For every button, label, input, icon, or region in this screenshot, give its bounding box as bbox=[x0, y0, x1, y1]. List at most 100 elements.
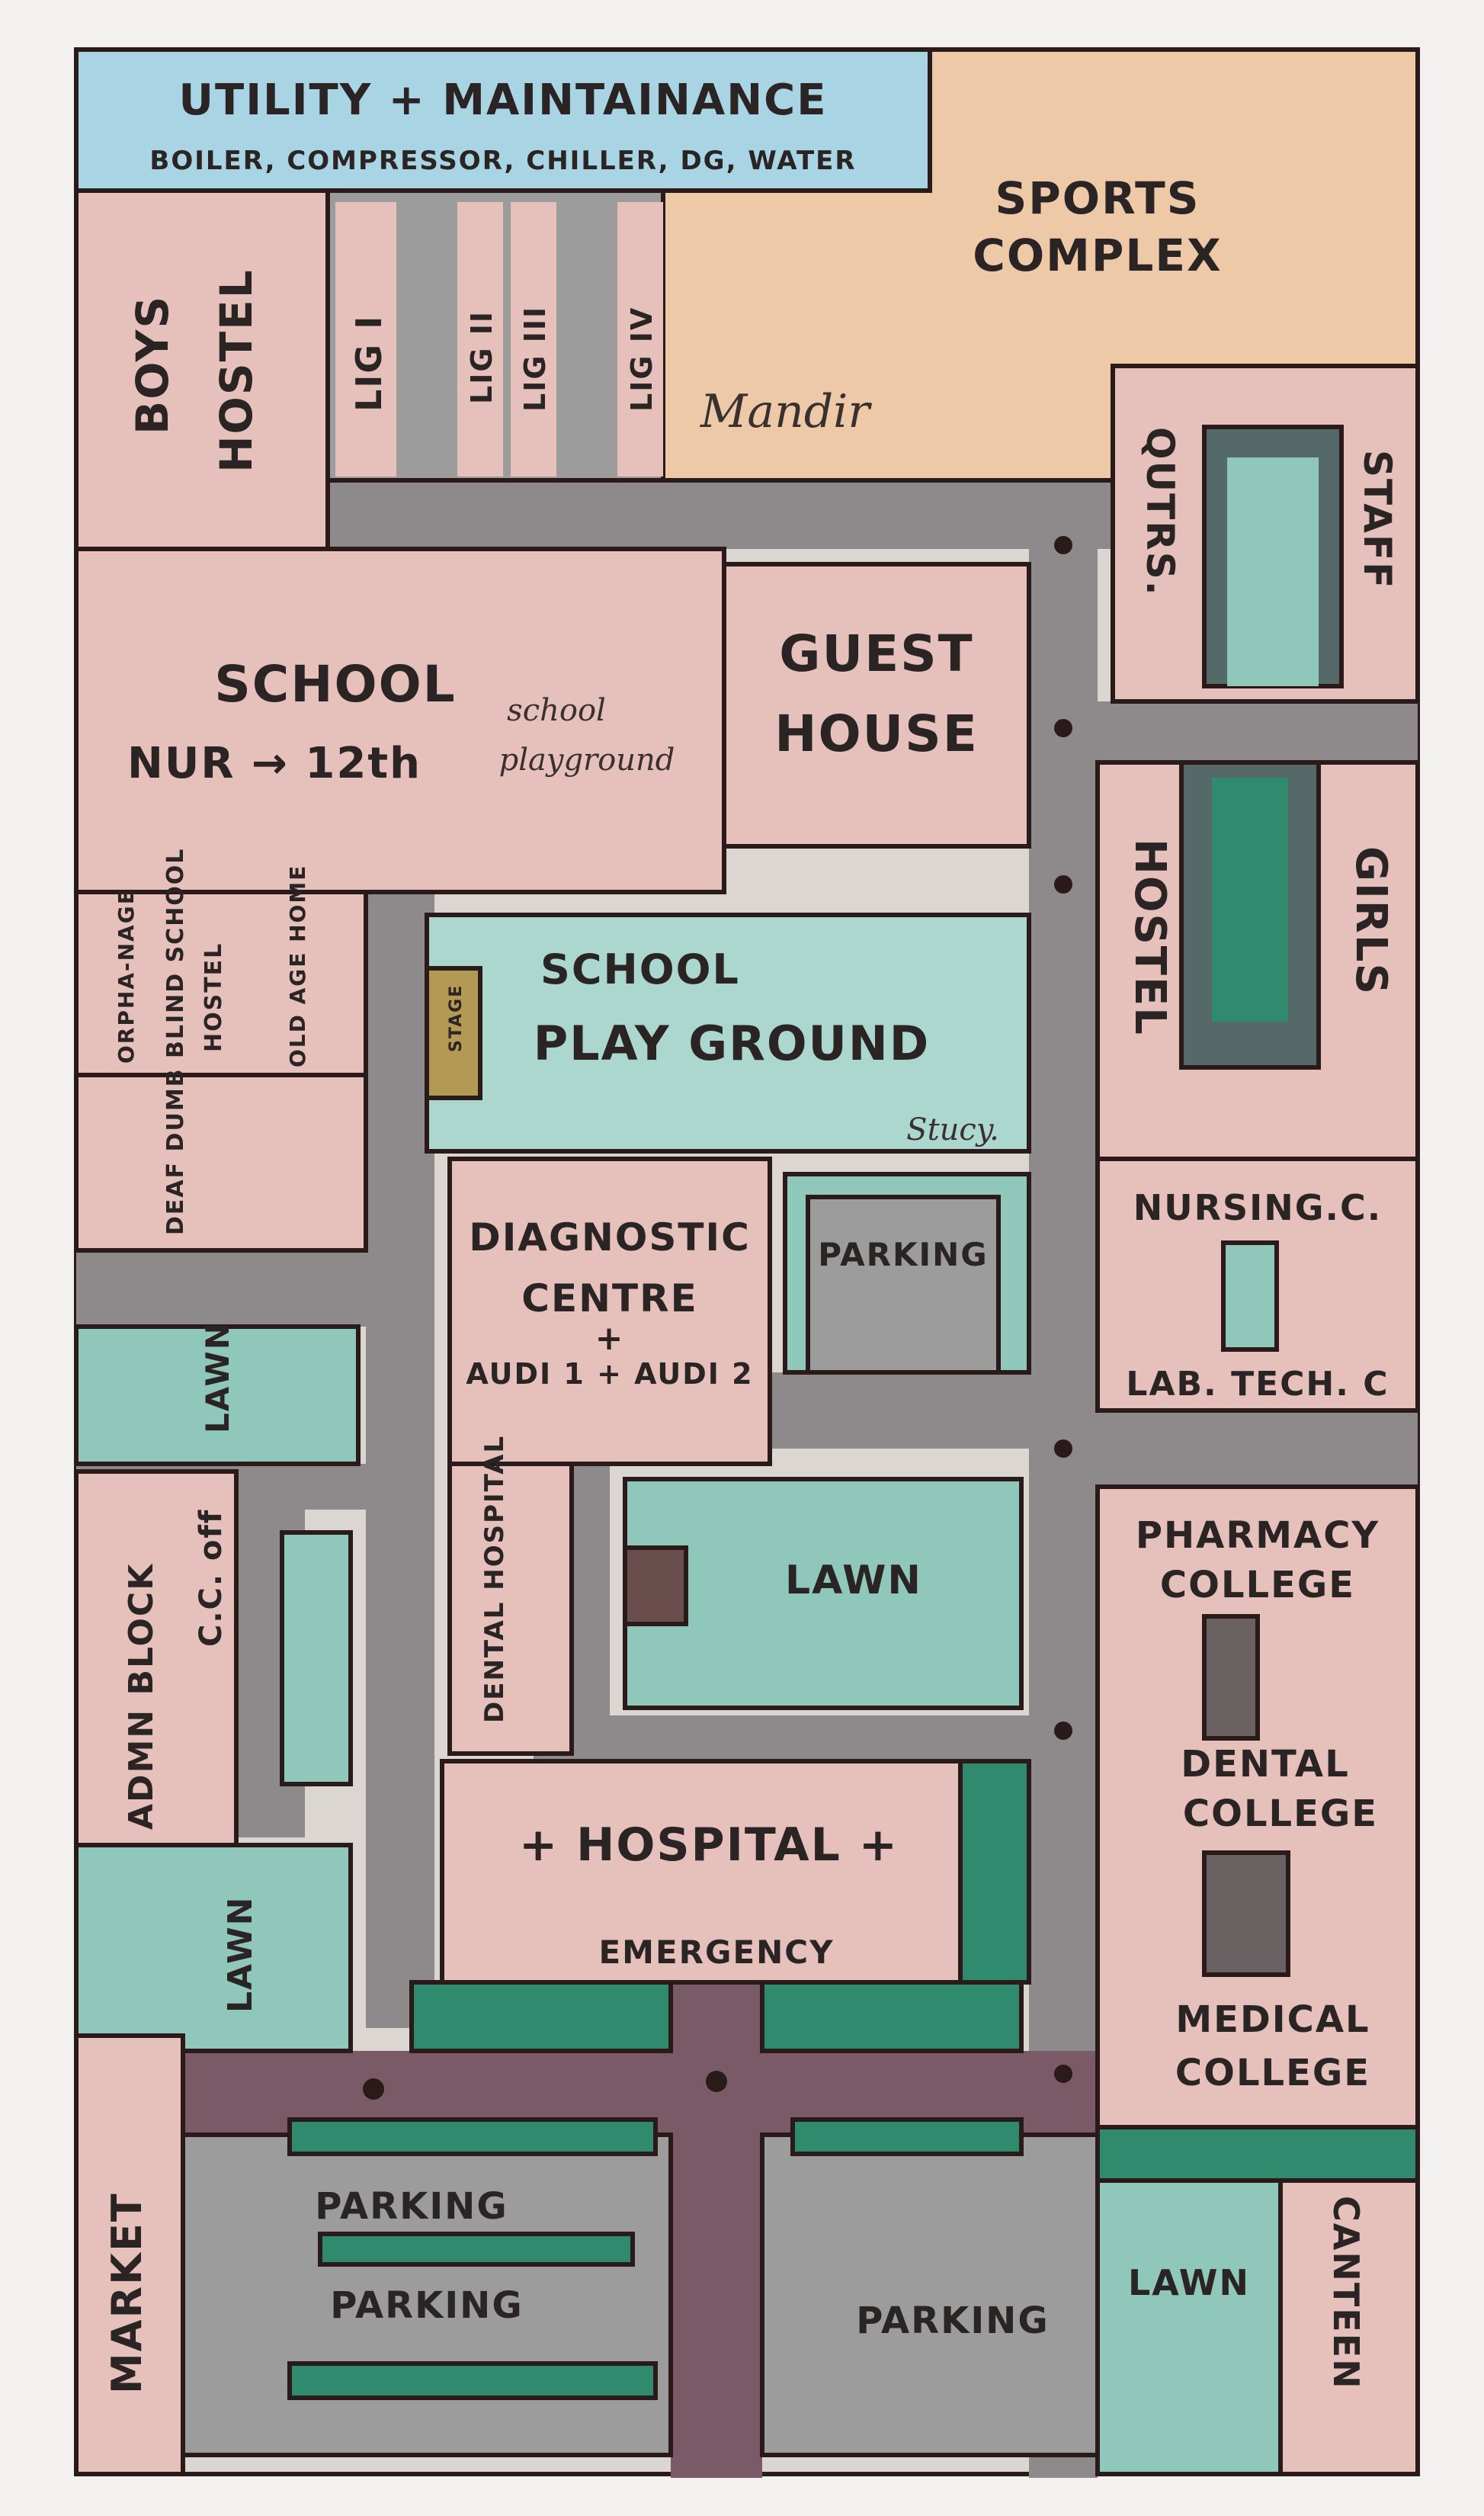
boys-hostel-label-1: BOYS bbox=[127, 295, 178, 435]
colleges-block bbox=[1095, 1484, 1420, 2129]
lig-3-block bbox=[511, 202, 556, 477]
road-west-inner bbox=[366, 808, 434, 2028]
market-label: MARKET bbox=[103, 2192, 151, 2394]
parking-bottom-left bbox=[181, 2133, 673, 2457]
junction-marker bbox=[363, 2078, 384, 2100]
pharmacy-courtyard bbox=[1202, 1614, 1260, 1741]
pharmacy-college-label-1: PHARMACY bbox=[1136, 1514, 1380, 1557]
dental-college-courtyard bbox=[1202, 1850, 1290, 1977]
staff-quarters-lawn bbox=[1227, 457, 1319, 686]
parking-bottom-label-2: PARKING bbox=[330, 2284, 524, 2327]
guest-house-label-1: GUEST bbox=[779, 624, 973, 683]
junction-marker bbox=[706, 2071, 727, 2092]
parking-top bbox=[806, 1195, 1001, 1375]
dental-college-label-2: COLLEGE bbox=[1183, 1792, 1378, 1835]
boys-hostel-label-2: HOSTEL bbox=[210, 268, 262, 473]
lig-1-label: LIG I bbox=[348, 315, 389, 412]
lig-4-block bbox=[617, 202, 663, 477]
lawn-left-2-label: LAWN bbox=[221, 1896, 260, 2013]
stage-label: STAGE bbox=[447, 984, 466, 1052]
emergency-label: EMERGENCY bbox=[598, 1934, 834, 1971]
parking-lawn-strip-1 bbox=[287, 2117, 658, 2156]
dental-hospital-block bbox=[447, 1462, 574, 1756]
guest-house-block bbox=[722, 562, 1031, 849]
school-label: SCHOOL bbox=[214, 655, 456, 714]
parking-right-lawn-strip bbox=[790, 2117, 1024, 2156]
sports-complex-label-2: COMPLEX bbox=[973, 229, 1222, 281]
mandir-label: Mandir bbox=[700, 385, 872, 438]
diagnostic-centre-label-1: DIAGNOSTIC bbox=[469, 1215, 751, 1260]
central-lawn-pavilion bbox=[623, 1545, 688, 1626]
girls-hostel-lawn bbox=[1212, 778, 1288, 1022]
road-east-1 bbox=[1098, 701, 1418, 762]
road-east-2 bbox=[1098, 1410, 1418, 1487]
central-lawn-label: LAWN bbox=[785, 1558, 922, 1603]
lig-2-label: LIG II bbox=[465, 310, 498, 404]
lawn-left-2 bbox=[74, 1843, 353, 2053]
junction-marker bbox=[1054, 719, 1072, 737]
medical-college-label-2: COLLEGE bbox=[1175, 2052, 1370, 2094]
lawn-bottom-right-label: LAWN bbox=[1128, 2262, 1250, 2303]
school-play-ground-label-2: PLAY GROUND bbox=[534, 1016, 931, 1071]
school-playground-note-1: school bbox=[507, 693, 606, 728]
school-grades-label: NUR → 12th bbox=[127, 739, 421, 788]
girls-hostel-label-2: GIRLS bbox=[1346, 846, 1396, 996]
parking-bottom-label-3: PARKING bbox=[856, 2299, 1050, 2342]
lawn-bottom-right-strip bbox=[1095, 2125, 1420, 2183]
hospital-side-lawn bbox=[958, 1759, 1031, 1985]
parking-lawn-strip-2 bbox=[318, 2232, 635, 2267]
old-age-home-label: OLD AGE HOME bbox=[285, 865, 310, 1067]
junction-marker bbox=[1054, 875, 1072, 894]
diagnostic-centre-block bbox=[447, 1157, 772, 1466]
admin-block-label: ADMN BLOCK bbox=[122, 1563, 161, 1830]
utility-title: UTILITY + MAINTAINANCE bbox=[179, 75, 828, 125]
sports-complex-label-1: SPORTS bbox=[995, 172, 1200, 224]
study-label: Stucy. bbox=[906, 1112, 999, 1147]
cc-off-label: C.C. off bbox=[194, 1509, 229, 1647]
diagnostic-centre-label-2: CENTRE bbox=[521, 1276, 697, 1321]
parking-bottom-label-1: PARKING bbox=[315, 2185, 508, 2228]
staff-quarters-label-1: QUTRS. bbox=[1138, 427, 1182, 597]
lig-4-label: LIG IV bbox=[625, 306, 659, 412]
dental-college-label-1: DENTAL bbox=[1181, 1743, 1350, 1786]
central-lawn bbox=[623, 1477, 1024, 1710]
lawn-left-1 bbox=[74, 1324, 361, 1466]
dental-hospital-label: DENTAL HOSPITAL bbox=[479, 1435, 510, 1723]
audi-label: AUDI 1 + AUDI 2 bbox=[466, 1357, 753, 1391]
market-block bbox=[74, 2033, 185, 2476]
nursing-college-label: NURSING.C. bbox=[1133, 1187, 1382, 1228]
parking-lawn-strip-3 bbox=[287, 2361, 658, 2400]
school-block bbox=[74, 547, 726, 894]
main-road-vertical bbox=[671, 1967, 762, 2478]
orphanage-label: ORPHA-NAGE bbox=[114, 888, 139, 1064]
boys-hostel-block bbox=[74, 188, 330, 551]
lig-3-label: LIG III bbox=[518, 306, 552, 412]
stage-block bbox=[425, 966, 482, 1100]
junction-marker bbox=[1054, 536, 1072, 554]
hostel-small-label: HOSTEL bbox=[200, 942, 227, 1052]
admin-block bbox=[74, 1469, 239, 1847]
girls-hostel-label-1: HOSTEL bbox=[1125, 839, 1175, 1036]
canteen-label: CANTEEN bbox=[1325, 2196, 1367, 2390]
hospital-label: + HOSPITAL + bbox=[519, 1818, 899, 1872]
school-play-ground bbox=[425, 913, 1031, 1154]
lig-2-block bbox=[457, 202, 503, 477]
junction-marker bbox=[1054, 2065, 1072, 2083]
road-west-1 bbox=[76, 1250, 366, 1327]
lab-tech-college-label: LAB. TECH. C bbox=[1126, 1365, 1389, 1404]
deaf-dumb-blind-school-block bbox=[74, 1073, 368, 1253]
emergency-lawn-right bbox=[760, 1980, 1024, 2053]
lawn-left-1-label: LAWN bbox=[199, 1321, 236, 1433]
staff-quarters-label-2: STAFF bbox=[1355, 450, 1399, 589]
parking-bottom-right bbox=[760, 2133, 1100, 2457]
utility-maintenance-block bbox=[74, 47, 932, 193]
deaf-dumb-blind-school-label: DEAF DUMB BLIND SCHOOL bbox=[162, 848, 189, 1235]
emergency-lawn-left bbox=[409, 1980, 673, 2053]
medical-college-label-1: MEDICAL bbox=[1175, 1998, 1370, 2041]
lig-1-block bbox=[335, 202, 396, 477]
school-playground-note-2: playground bbox=[499, 743, 675, 778]
canteen-block bbox=[1278, 2178, 1420, 2476]
school-play-ground-label-1: SCHOOL bbox=[540, 945, 740, 993]
parking-top-label: PARKING bbox=[818, 1236, 989, 1273]
